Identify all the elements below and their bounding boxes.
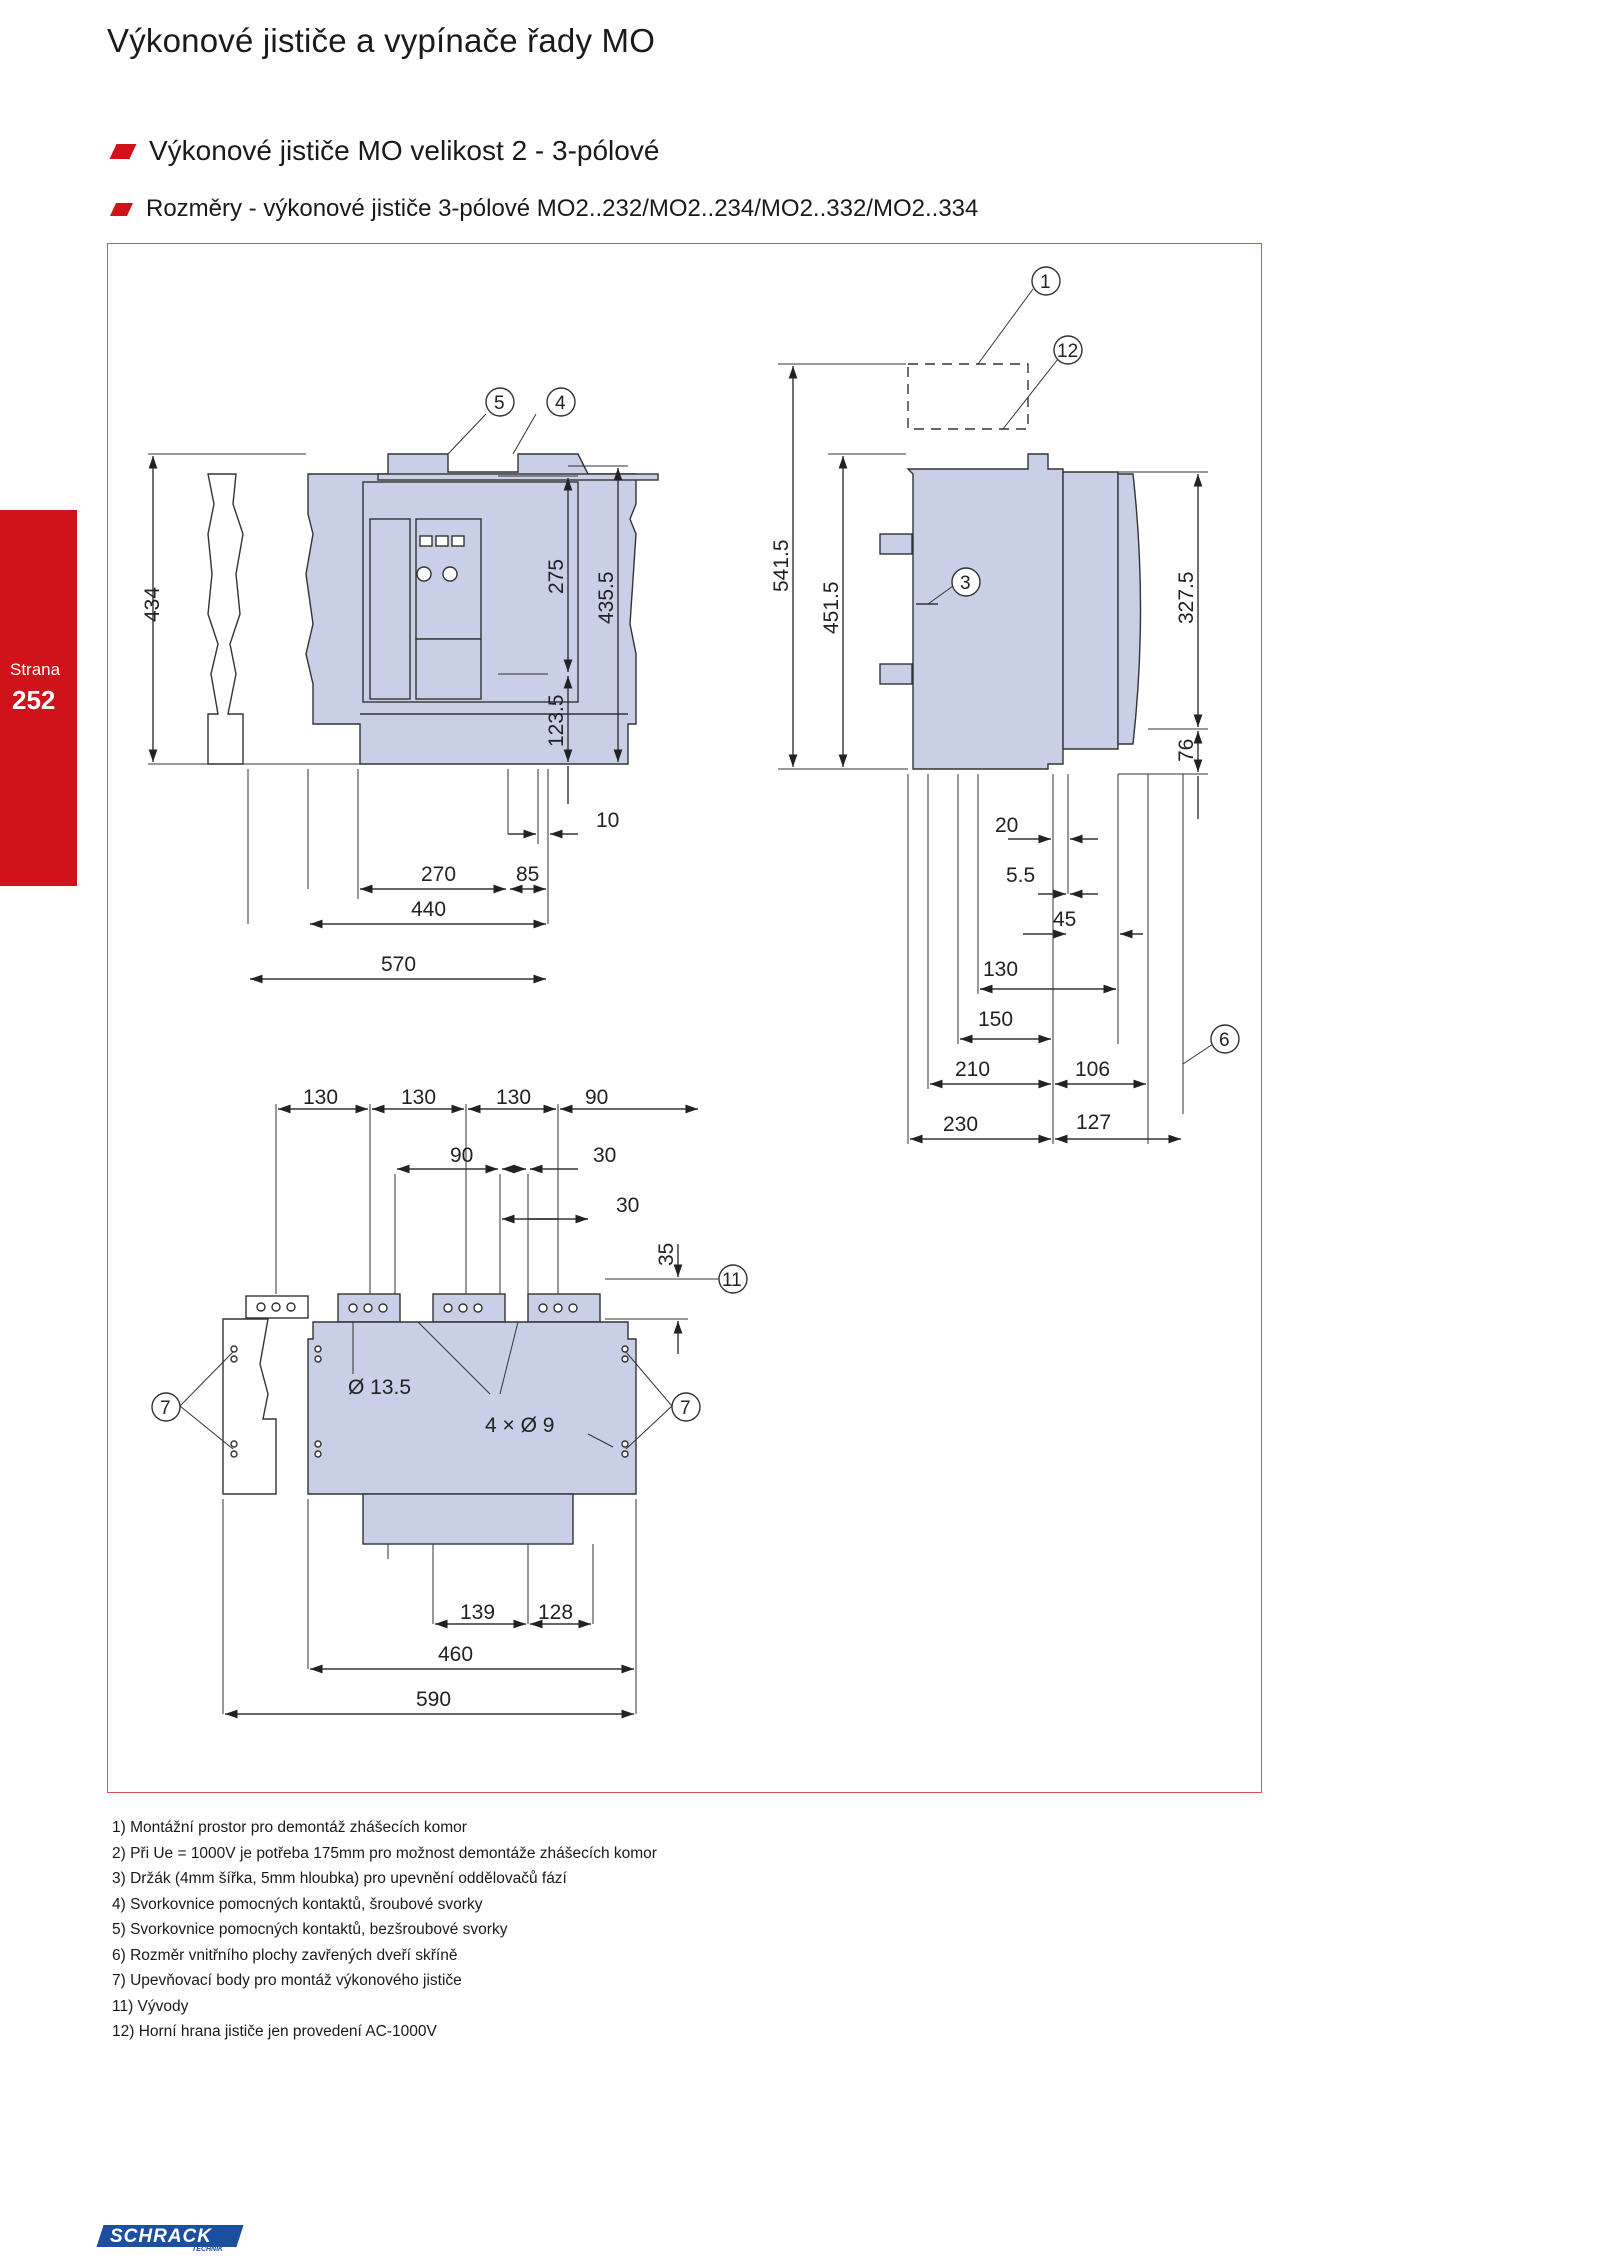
logo-subword: TECHNIK [192, 2246, 224, 2253]
dim-label: 45 [1053, 908, 1076, 931]
side-view-dimensions: 541.5 451.5 327.5 76 20 5.5 45 130 150 2… [770, 539, 1198, 1136]
top-view-dimensions: 130 130 130 90 90 30 30 35 Ø 13.5 4 × Ø … [303, 1086, 678, 1711]
dim-label: 460 [438, 1643, 473, 1666]
dim-label: 440 [411, 898, 446, 921]
logo-word: SCHRACK [110, 2226, 212, 2247]
callout-number: 6 [1219, 1030, 1230, 1051]
page-tab: Strana 252 [0, 510, 77, 886]
footnote: 11) Vývody [112, 1997, 189, 2015]
footnote: 7) Upevňovací body pro montáž výkonového… [112, 1972, 462, 1989]
front-view-dimensions: 434 435.5 275 123.5 10 270 85 440 570 [141, 559, 619, 976]
red-bullet-icon [109, 143, 137, 159]
dim-label: 451.5 [820, 581, 843, 634]
dim-label: 10 [596, 809, 619, 832]
page-tab-label: Strana [10, 660, 61, 679]
subsection-title: Rozměry - výkonové jističe 3-pólové MO2.… [146, 195, 979, 222]
dim-label: 139 [460, 1601, 495, 1624]
red-bullet-icon [109, 202, 134, 216]
footnote: 12) Horní hrana jističe jen provedení AC… [112, 2023, 437, 2040]
dimension-drawing-frame: 434 435.5 275 123.5 10 270 85 440 570 5 … [107, 243, 1262, 1793]
dim-label: 85 [516, 863, 539, 886]
dim-label: 130 [303, 1086, 338, 1109]
section-heading: Výkonové jističe MO velikost 2 - 3-pólov… [109, 135, 660, 167]
section-title: Výkonové jističe MO velikost 2 - 3-pólov… [149, 135, 660, 166]
dim-label: 128 [538, 1601, 573, 1624]
dim-label: 275 [545, 559, 568, 594]
footnotes: 1) Montážní prostor pro demontáž zhášecí… [112, 1815, 657, 2045]
dim-label: 127 [1076, 1111, 1111, 1134]
side-view [778, 266, 1240, 1144]
dim-label: 130 [983, 958, 1018, 981]
subsection-heading: Rozměry - výkonové jističe 3-pólové MO2.… [109, 195, 979, 223]
dim-label: 30 [593, 1144, 616, 1167]
dim-label: 35 [655, 1243, 678, 1266]
dim-label: 20 [995, 814, 1018, 837]
dim-label: 106 [1075, 1058, 1110, 1081]
dim-label: 30 [616, 1194, 639, 1217]
dim-label: 327.5 [1175, 571, 1198, 624]
front-view [148, 387, 659, 984]
dim-label: 541.5 [770, 539, 793, 592]
hole-label: Ø 13.5 [348, 1376, 411, 1399]
dim-label: 434 [141, 587, 164, 622]
top-view [151, 1104, 748, 1719]
dim-label: 123.5 [545, 694, 568, 747]
footnote: 2) Při Ue = 1000V je potřeba 175mm pro m… [112, 1844, 657, 1862]
callout-number: 4 [555, 393, 566, 414]
footnote: 6) Rozměr vnitřního plochy zavřených dve… [112, 1946, 458, 1964]
callout-number: 12 [1057, 341, 1078, 362]
dim-label: 130 [496, 1086, 531, 1109]
callout-number: 7 [160, 1398, 171, 1419]
page-title: Výkonové jističe a vypínače řady MO [107, 22, 656, 59]
hole-label: 4 × Ø 9 [485, 1414, 554, 1437]
footnote: 1) Montážní prostor pro demontáž zhášecí… [112, 1819, 467, 1836]
callout-number: 11 [722, 1270, 742, 1291]
dim-label: 590 [416, 1688, 451, 1711]
dim-label: 5.5 [1006, 864, 1035, 887]
footnote: 5) Svorkovnice pomocných kontaktů, bezšr… [112, 1921, 508, 1938]
page-number: 252 [12, 685, 56, 715]
dim-label: 130 [401, 1086, 436, 1109]
dim-label: 230 [943, 1113, 978, 1136]
callout-number: 5 [494, 393, 505, 414]
dim-label: 570 [381, 953, 416, 976]
side-view-callouts: 1 12 3 6 [960, 272, 1230, 1051]
callout-number: 3 [960, 573, 971, 594]
dim-label: 150 [978, 1008, 1013, 1031]
dimension-drawing: 434 435.5 275 123.5 10 270 85 440 570 5 … [141, 266, 1240, 1719]
callout-number: 7 [680, 1398, 691, 1419]
dim-label: 90 [585, 1086, 608, 1109]
front-view-callouts: 5 4 [494, 393, 566, 414]
dim-label: 90 [450, 1144, 473, 1167]
dim-label: 270 [421, 863, 456, 886]
dim-label: 76 [1175, 739, 1198, 762]
top-view-callouts: 7 7 11 [160, 1270, 742, 1419]
footnote: 4) Svorkovnice pomocných kontaktů, šroub… [112, 1895, 483, 1913]
dim-label: 435.5 [595, 571, 618, 624]
footnote: 3) Držák (4mm šířka, 5mm hloubka) pro up… [112, 1870, 567, 1887]
schrack-logo: SCHRACK TECHNIK [96, 2225, 244, 2255]
callout-number: 1 [1040, 272, 1051, 293]
dim-label: 210 [955, 1058, 990, 1081]
